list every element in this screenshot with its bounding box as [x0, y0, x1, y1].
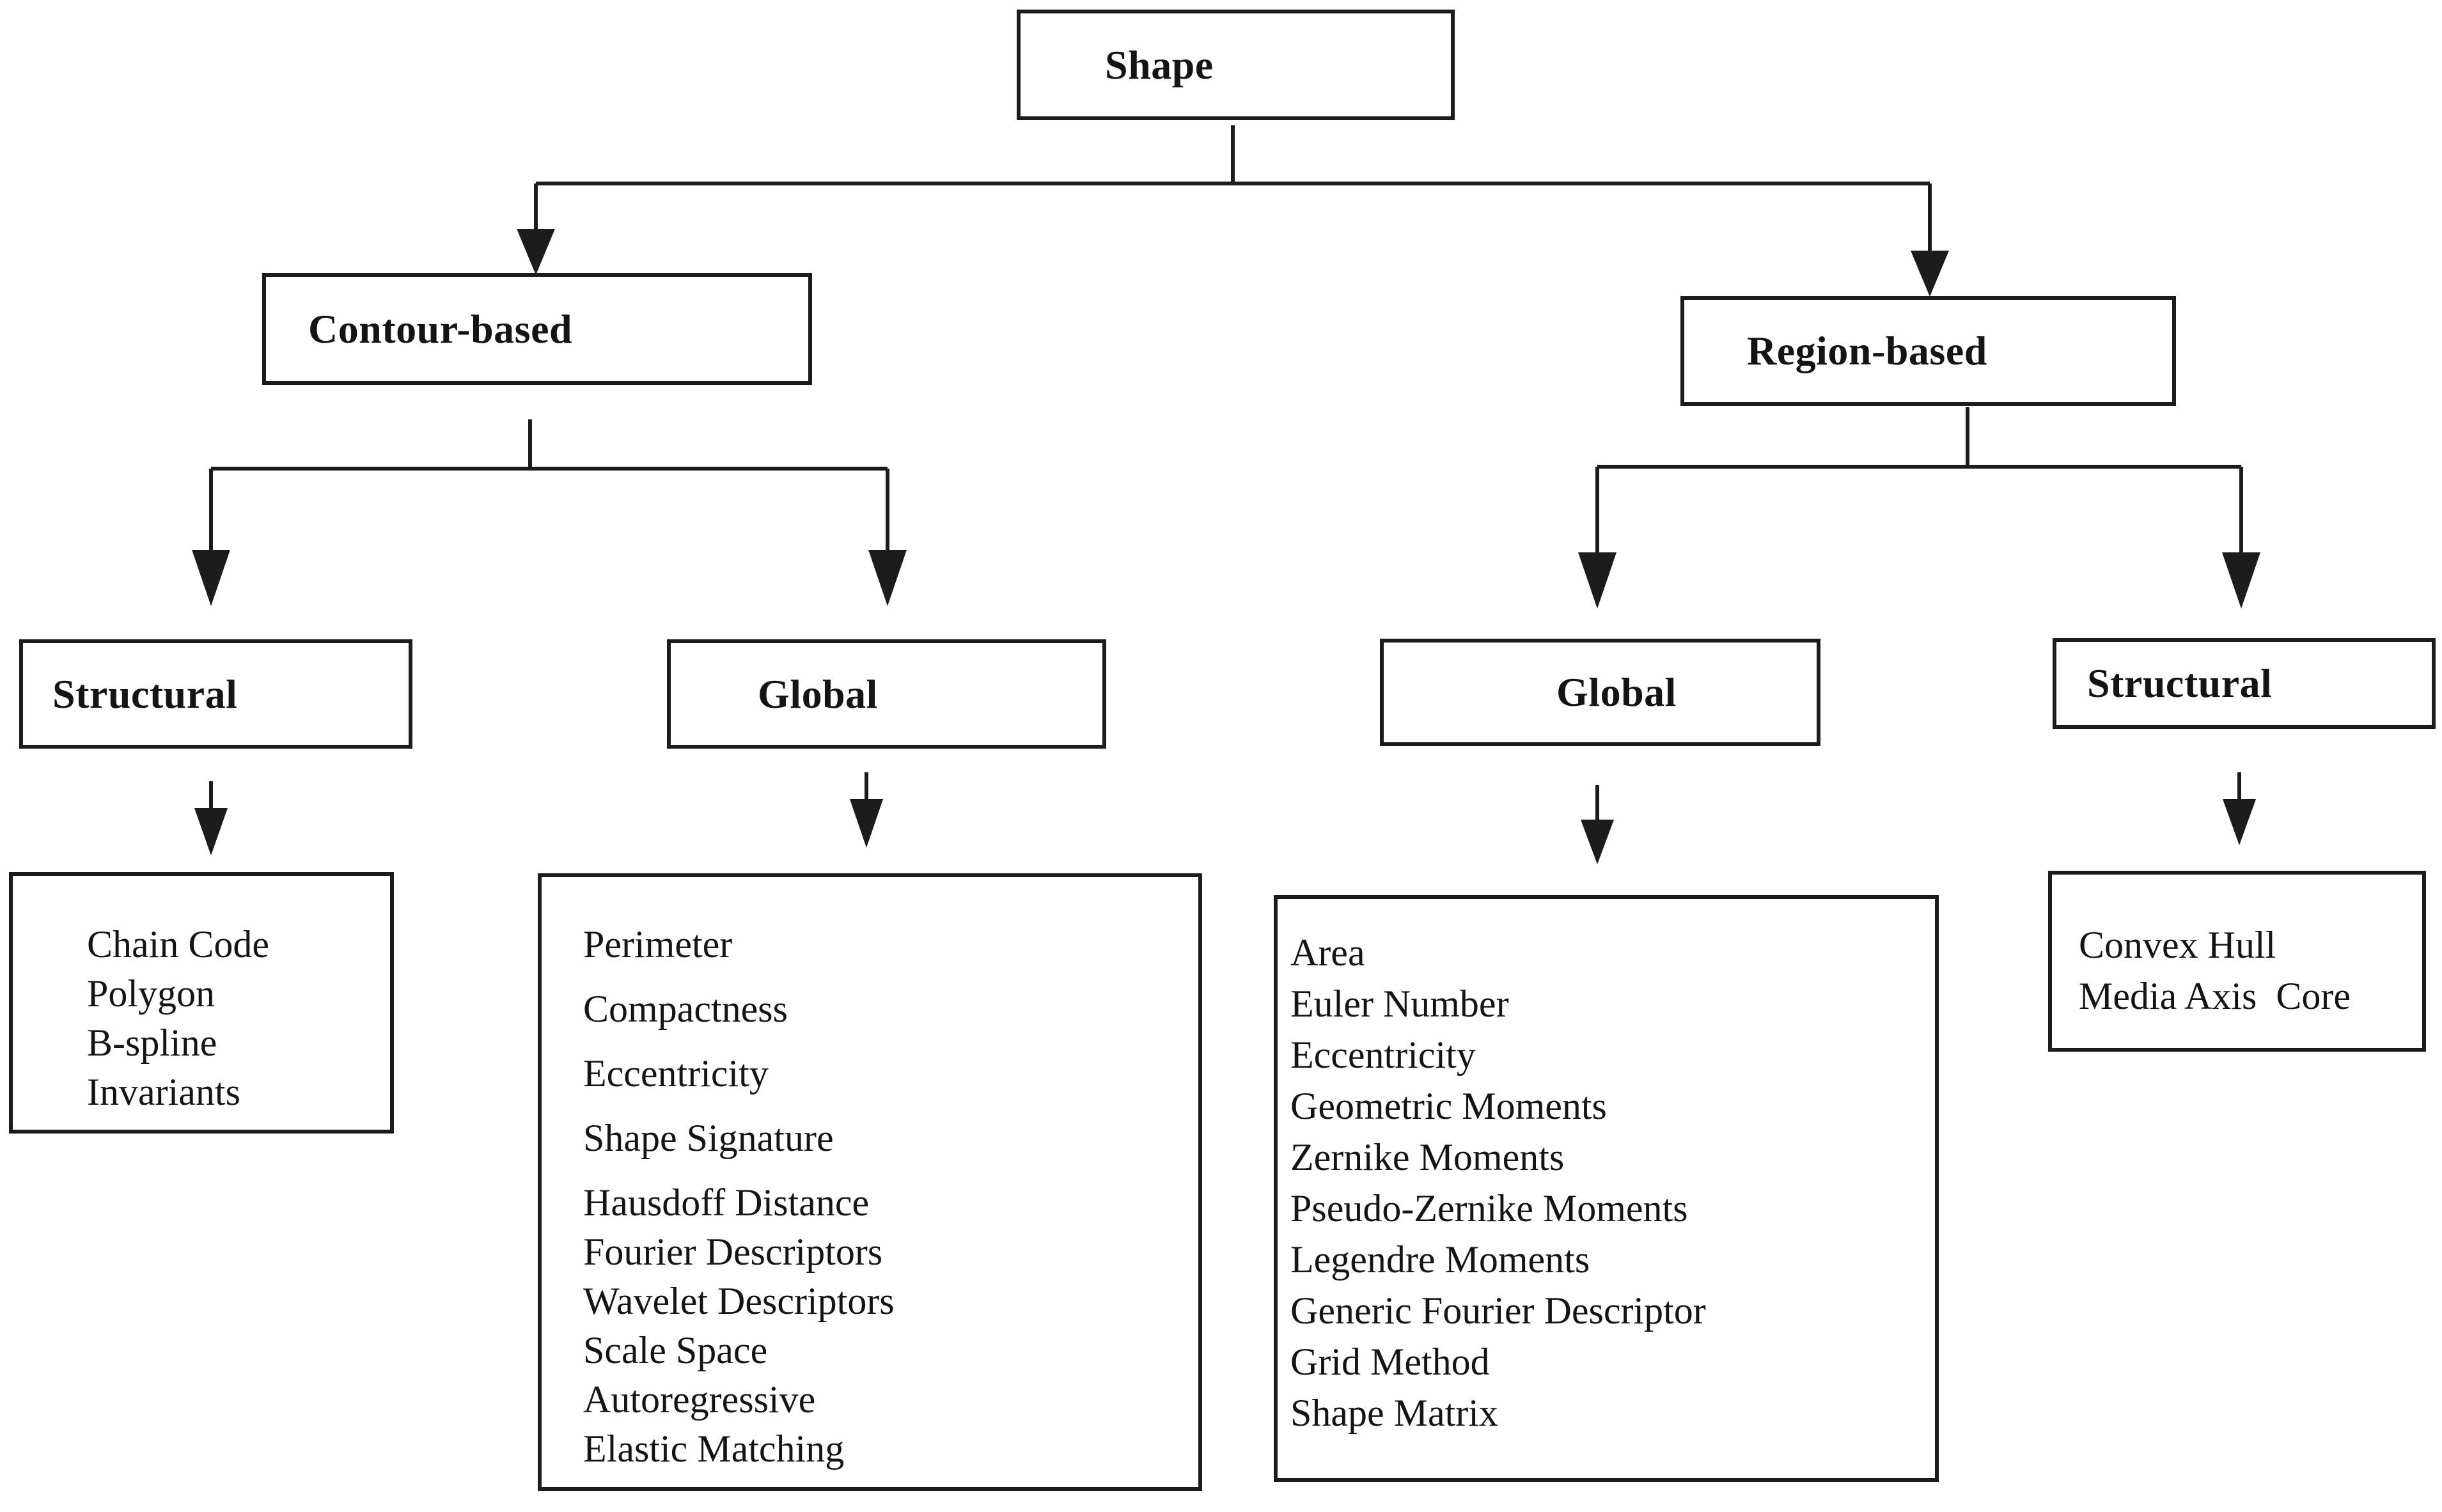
method-item: Compactness — [583, 988, 788, 1030]
method-item: Grid Method — [1290, 1341, 1490, 1383]
method-item: Eccentricity — [1290, 1034, 1476, 1076]
connector-arrow-global-contour-to-list — [850, 772, 883, 848]
method-item: Area — [1290, 931, 1365, 974]
method-item: Pseudo-Zernike Moments — [1290, 1187, 1688, 1229]
method-item: Zernike Moments — [1290, 1136, 1565, 1178]
method-item: Shape Signature — [583, 1117, 834, 1159]
connector-arrow-to-region — [1911, 183, 1949, 297]
method-item: B-spline — [87, 1022, 217, 1064]
method-item: Hausdoff Distance — [583, 1181, 870, 1224]
connector-arrow-structural-contour-to-list — [194, 781, 228, 855]
node-label: Structural — [52, 671, 238, 717]
method-item: Wavelet Descriptors — [583, 1280, 895, 1322]
method-item: Scale Space — [583, 1329, 768, 1371]
connector-arrow-global-region-to-list — [1581, 785, 1614, 864]
node-label: Shape — [1105, 42, 1214, 88]
method-item: Generic Fourier Descriptor — [1290, 1290, 1706, 1332]
method-item: Autoregressive — [583, 1378, 816, 1421]
connector-arrow-to-contour — [517, 183, 555, 275]
method-item: Eccentricity — [583, 1052, 769, 1095]
node-contour-based: Contour-based — [262, 273, 812, 385]
method-item: Convex Hull — [2079, 924, 2276, 966]
method-item: Media Axis Core — [2079, 975, 2351, 1017]
node-label: Structural — [2087, 660, 2273, 706]
node-shape: Shape — [1017, 10, 1455, 120]
method-item: Fourier Descriptors — [583, 1231, 883, 1273]
node-label: Region-based — [1747, 328, 1987, 373]
node-global-contour: Global — [667, 639, 1106, 749]
node-label: Global — [1556, 669, 1677, 715]
method-item: Polygon — [87, 972, 215, 1015]
method-item: Legendre Moments — [1290, 1238, 1590, 1281]
connector-arrow-to-structural-region — [2222, 467, 2260, 609]
connector-arrow-to-global-region — [1578, 467, 1616, 609]
method-item: Invariants — [87, 1071, 240, 1113]
node-label: Contour-based — [308, 306, 573, 352]
node-structural-contour: Structural — [19, 639, 412, 749]
node-structural-region: Structural — [2053, 638, 2436, 729]
node-region-based: Region-based — [1680, 296, 2176, 406]
method-item: Geometric Moments — [1290, 1085, 1607, 1127]
method-item: Perimeter — [583, 923, 733, 965]
method-item: Elastic Matching — [583, 1428, 845, 1470]
connector-arrow-to-global-contour — [868, 469, 907, 606]
method-item: Euler Number — [1290, 983, 1509, 1025]
node-label: Global — [758, 671, 878, 717]
method-item: Shape Matrix — [1290, 1392, 1498, 1434]
method-item: Chain Code — [87, 923, 269, 965]
node-global-region: Global — [1380, 639, 1820, 746]
connector-arrow-structural-region-to-list — [2223, 772, 2256, 845]
connector-arrow-to-structural-contour — [192, 469, 230, 606]
